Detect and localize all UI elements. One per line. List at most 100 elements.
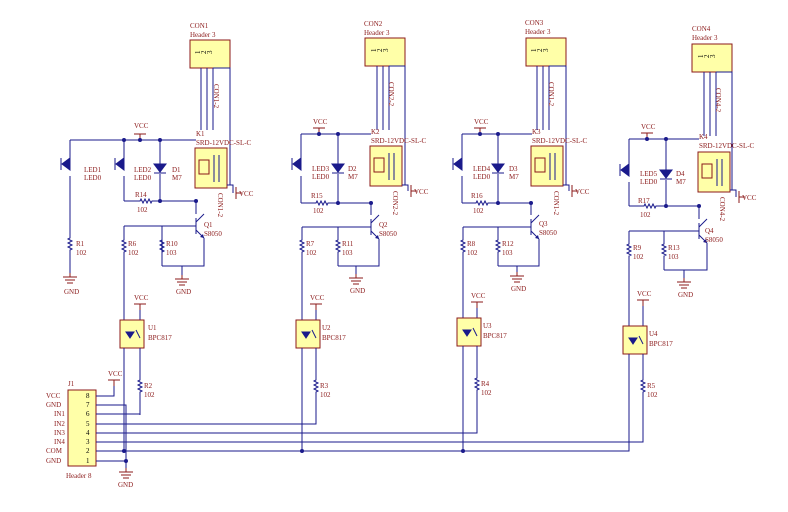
gnd-label-q2: GND [350,287,365,295]
d3-val: M7 [509,173,519,181]
gnd-label-q3: GND [511,285,526,293]
vcc-label-u3: VCC [471,292,486,300]
r14-val: 102 [137,206,148,214]
r5-ref: R5 [647,382,656,390]
k2-coil [373,157,385,173]
r15-val: 102 [313,207,324,215]
q2-ref: Q2 [379,221,388,229]
k3-part: SRD-12VDC-SL-C [532,137,588,145]
gnd-sym-q3 [509,271,525,283]
k1-net-side: CON1-2 [216,193,224,218]
d3-icon [491,163,505,174]
u3-val: BPC817 [483,332,507,340]
led1-val: LED0 [84,174,102,182]
k3-ref: K3 [532,128,541,136]
r9-val: 102 [633,253,644,261]
gnd-sym-q4 [676,277,692,289]
u4-ref: U4 [649,330,658,338]
con1-net-top: CON1-2 [212,84,220,109]
r4-val: 102 [481,389,492,397]
r8-val: 102 [467,249,478,257]
con3-type: Header 3 [525,28,551,36]
con1-ref: CON1 [190,22,209,30]
q4-val: S8050 [705,236,723,244]
r14-resistor [137,198,155,204]
k2-part: SRD-12VDC-SL-C [371,137,427,145]
led3-val: LED0 [312,173,330,181]
j1-pin2-num: 2 [86,447,90,455]
r10-val: 103 [166,249,177,257]
gnd-label-q1: GND [176,288,191,296]
con3-ref: CON3 [525,19,544,27]
r13-resistor [661,241,667,259]
con4-ref: CON4 [692,25,711,33]
u2-ref: U2 [322,324,331,332]
vcc-sym-u2 [309,303,323,311]
r17-val: 102 [640,211,651,219]
led2-icon [114,157,125,171]
q3-val: S8050 [539,229,557,237]
k1-coil [198,159,210,175]
r16-resistor [473,200,491,206]
con3-pin2: 2 [536,48,544,52]
u2-val: BPC817 [322,334,346,342]
u3-led-icon [462,329,472,337]
k3-coil [534,157,546,173]
j1-pin4-name: IN3 [54,429,65,437]
gnd-sym-q1 [174,274,190,286]
r9-resistor [626,241,632,259]
j1-pin3-name: IN4 [54,438,65,446]
gnd-label-j1: GND [118,481,133,489]
d1-val: M7 [172,174,182,182]
r7-val: 102 [306,249,317,257]
con4-pin2: 2 [703,54,711,58]
con1-pin3: 3 [206,50,214,54]
r1-resistor [67,235,73,253]
k1-part: SRD-12VDC-SL-C [196,139,252,147]
r15-ref: R15 [311,192,323,200]
con2-header-body [364,37,406,67]
r15-resistor [313,200,331,206]
con3-header-body [525,37,567,67]
con1-type: Header 3 [190,31,216,39]
vcc-sym-u3 [470,301,484,309]
channel-1: CON1 Header 3 1 2 3 CON1-2 K1 SRD-12VDC-… [60,22,254,415]
k4-part: SRD-12VDC-SL-C [699,142,755,150]
led2-val: LED0 [134,174,152,182]
con1-pin1: 1 [194,50,202,54]
d4-val: M7 [676,178,686,186]
led5-icon [619,163,630,177]
r17-ref: R17 [638,197,650,205]
vcc-sym-j1 [107,379,121,387]
con4-pin3: 3 [709,54,717,58]
k4-coil [701,163,713,179]
k1-ref: K1 [196,130,205,138]
u3-ref: U3 [483,322,492,330]
channel-4: CON4 Header 3 1 2 3 CON4-2 K4 SRD-12VDC-… [619,25,757,415]
r6-val: 102 [128,249,139,257]
u2-led-icon [301,331,311,339]
gnd-sym-q2 [348,273,364,285]
j1-pin5-num: 5 [86,420,90,428]
channel-3: CON3 Header 3 1 2 3 CON1-2 K3 SRD-12VDC-… [452,19,590,415]
r1-ref: R1 [76,240,85,248]
r6-resistor [121,237,127,255]
led1-ref: LED1 [84,166,102,174]
k2-vcc: VCC [414,188,429,196]
j1-pin1-num: 1 [86,457,90,465]
con2-type: Header 3 [364,29,390,37]
k3-vcc: VCC [575,188,590,196]
r13-ref: R13 [668,244,680,252]
con2-ref: CON2 [364,20,383,28]
d2-ref: D2 [348,165,357,173]
j1-pin1-name: GND [46,457,61,465]
led4-icon [452,157,463,171]
r3-ref: R3 [320,382,329,390]
vcc-sym-u1 [133,303,147,311]
vcc-label-u4: VCC [637,290,652,298]
channel-2: CON2 Header 3 1 2 3 CON2-2 K2 SRD-12VDC-… [291,20,429,415]
gnd-sym-j1 [118,467,134,479]
con3-pin3: 3 [542,48,550,52]
r7-resistor [299,237,305,255]
